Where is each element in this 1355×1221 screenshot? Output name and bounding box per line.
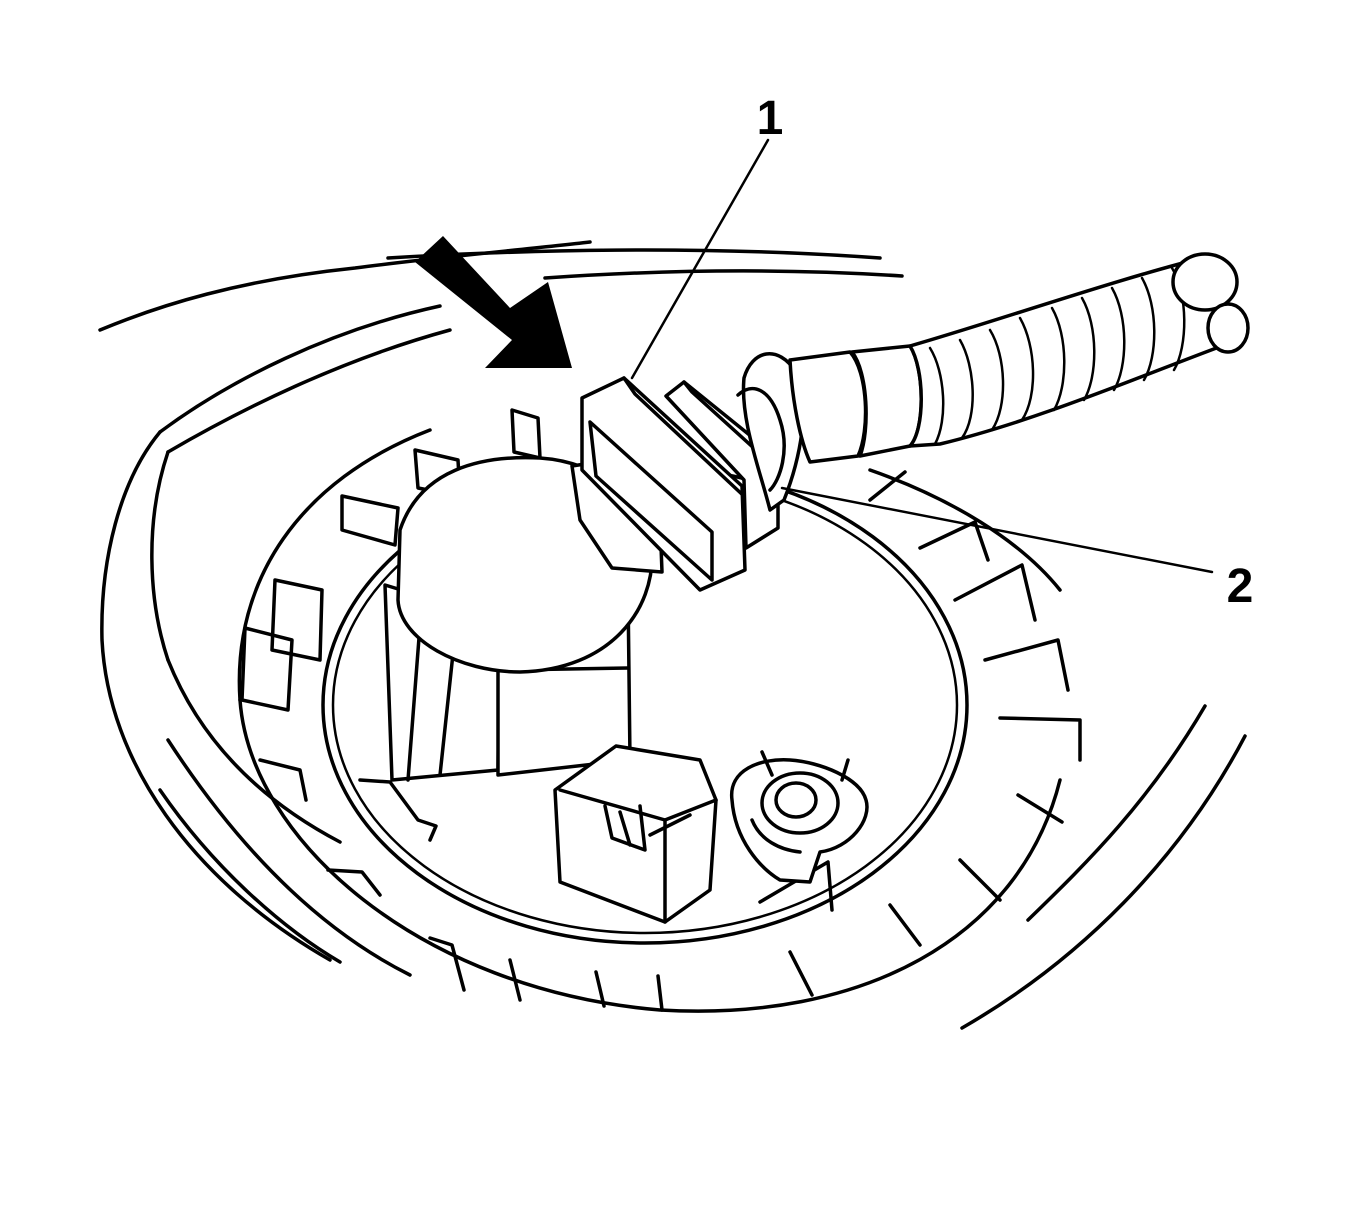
callout-2: 2 <box>1227 560 1254 613</box>
connector-seal <box>736 352 806 512</box>
lock-ring-tabs <box>240 408 1082 1012</box>
leader-line-2 <box>780 486 1214 574</box>
leader-line-1 <box>630 138 770 380</box>
callouts: 1 2 <box>757 92 1254 613</box>
tank-outline <box>98 240 1247 1030</box>
callout-1: 1 <box>757 92 784 145</box>
pump-outlet-bracket <box>553 744 718 924</box>
conduit-ribs <box>928 266 1186 446</box>
pump-fitting <box>730 750 869 884</box>
electrical-connector <box>570 376 780 592</box>
pump-module <box>383 455 654 782</box>
wiring-harness <box>788 252 1250 464</box>
leader-lines <box>630 138 1214 574</box>
arrow-icon <box>415 236 572 368</box>
